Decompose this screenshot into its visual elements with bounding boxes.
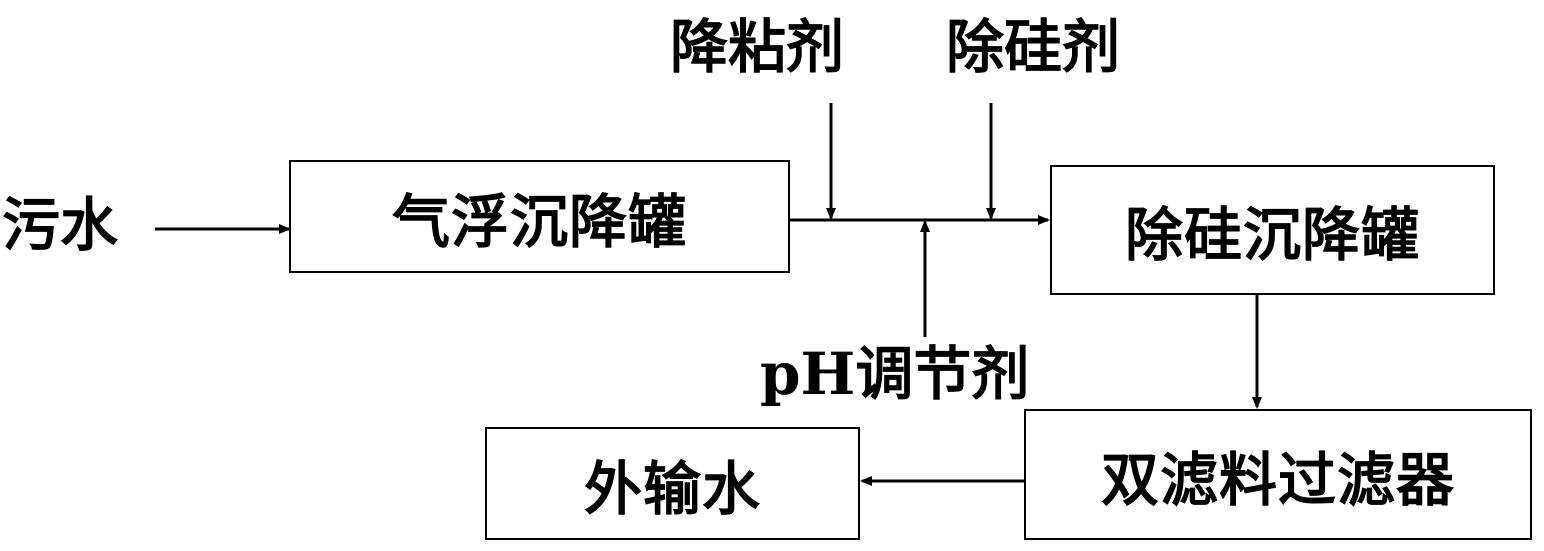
ph-prefix: pH [760,340,856,408]
dual-media-filter-box: 双滤料过滤器 [1024,409,1532,540]
desilication-agent-label: 除硅剂 [946,13,1121,81]
ph-adjuster-label: pH调节剂 [760,345,1029,403]
dual-media-filter-label: 双滤料过滤器 [1100,445,1455,514]
export-water-box: 外输水 [485,427,860,540]
sewage-label: 污水 [2,191,119,259]
viscosity-reducer-label: 降粘剂 [670,13,845,81]
desilication-settling-tank-label: 除硅沉降罐 [1124,201,1420,269]
flotation-settling-tank-label: 气浮沉降罐 [391,187,687,256]
export-water-label: 外输水 [583,454,761,523]
flotation-settling-tank-box: 气浮沉降罐 [289,160,790,273]
desilication-settling-tank-box: 除硅沉降罐 [1050,165,1495,295]
ph-adjuster-text: 调节剂 [855,340,1030,408]
